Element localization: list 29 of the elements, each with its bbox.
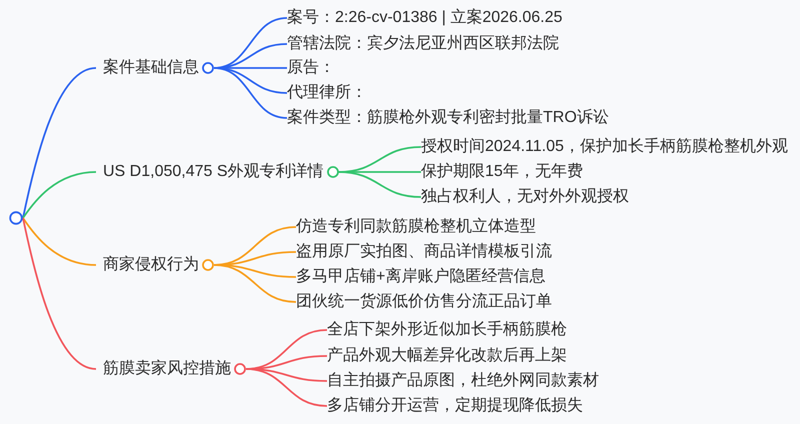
connector-line [22, 67, 96, 218]
connector-line [338, 171, 422, 198]
subtopic-label: 原告： [287, 58, 335, 78]
subtopic-label: 多店铺分开运营，定期提现降低损失 [327, 396, 583, 416]
subtopic-label: 团伙统一货源低价仿售分流正品订单 [296, 292, 552, 312]
connector-line [214, 264, 296, 303]
connector-line [214, 67, 288, 119]
subtopic-label: 案件类型：筋膜枪外观专利密封批量TRO诉讼 [287, 108, 609, 128]
subtopic-label: 自主拍摄产品原图，杜绝外网同款素材 [327, 371, 599, 391]
topic-label: 筋膜卖家风控措施 [103, 359, 231, 379]
topic-label: US D1,050,475 S外观专利详情 [103, 162, 324, 182]
subtopic-label: 仿造专利同款筋膜枪整机立体造型 [296, 217, 536, 237]
subtopic-label: 代理律所： [287, 83, 367, 103]
subtopic-label: 保护期限15年，无年费 [421, 162, 583, 182]
subtopic-label: 独占权利人，无对外外观授权 [421, 187, 629, 207]
subtopic-label: 授权时间2024.11.05，保护加长手柄筋膜枪整机外观 [421, 137, 788, 157]
subtopic-label: 案号：2:26-cv-01386 | 立案2026.06.25 [287, 8, 562, 28]
connector-line [246, 368, 328, 407]
subtopic-label: 多马甲店铺+离岸账户隐匿经营信息 [296, 267, 546, 287]
connector-line [22, 171, 96, 219]
connector-line [22, 218, 96, 370]
subtopic-label: 全店下架外形近似加长手柄筋膜枪 [327, 320, 567, 340]
subtopic-label: 管辖法院：宾夕法尼亚州西区联邦法院 [287, 34, 559, 54]
root-circle [9, 211, 23, 225]
subtopic-label: 产品外观大幅差异化改款后再上架 [327, 346, 567, 366]
topic-label: 案件基础信息 [103, 58, 199, 78]
connector-line [22, 218, 96, 266]
topic-label: 商家侵权行为 [103, 255, 199, 275]
subtopic-label: 盗用原厂实拍图、商品详情模板引流 [296, 242, 552, 262]
